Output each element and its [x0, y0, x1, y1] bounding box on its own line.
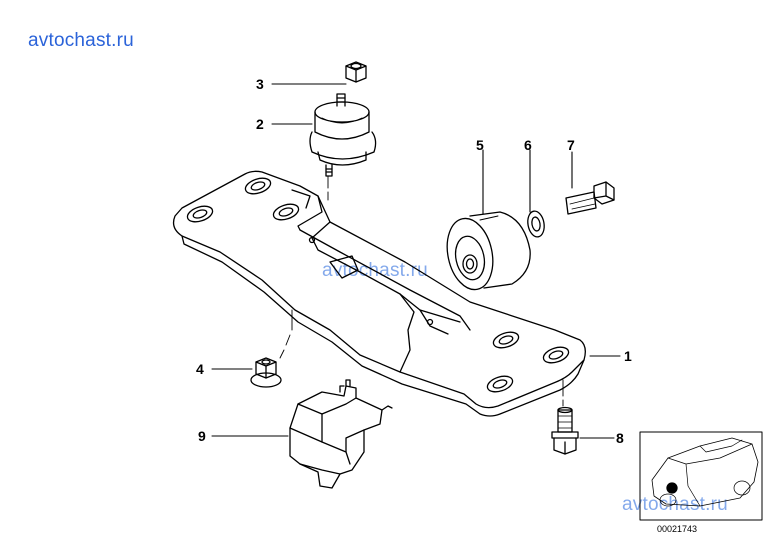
- label-8: 8: [616, 430, 624, 446]
- flange-bolt: [551, 406, 579, 455]
- crossmember-support: [172, 170, 586, 417]
- rubber-bushing: [446, 211, 531, 291]
- label-5: 5: [476, 137, 484, 153]
- label-6: 6: [524, 137, 532, 153]
- document-id: 00021743: [657, 524, 698, 534]
- flange-nut: [250, 357, 282, 388]
- car-locator-inset: [639, 431, 763, 521]
- leader-lines: [211, 83, 621, 439]
- label-4: 4: [196, 361, 204, 377]
- label-9: 9: [198, 428, 206, 444]
- hex-bolt: [565, 181, 615, 215]
- watermark-top-left: avtochast.ru: [28, 30, 134, 51]
- label-7: 7: [567, 137, 575, 153]
- label-3: 3: [256, 76, 264, 92]
- hex-nut-top: [345, 61, 367, 83]
- rubber-mount: [309, 93, 377, 177]
- label-1: 1: [624, 348, 632, 364]
- mounting-bracket: [289, 379, 393, 489]
- washer: [527, 210, 545, 238]
- label-2: 2: [256, 116, 264, 132]
